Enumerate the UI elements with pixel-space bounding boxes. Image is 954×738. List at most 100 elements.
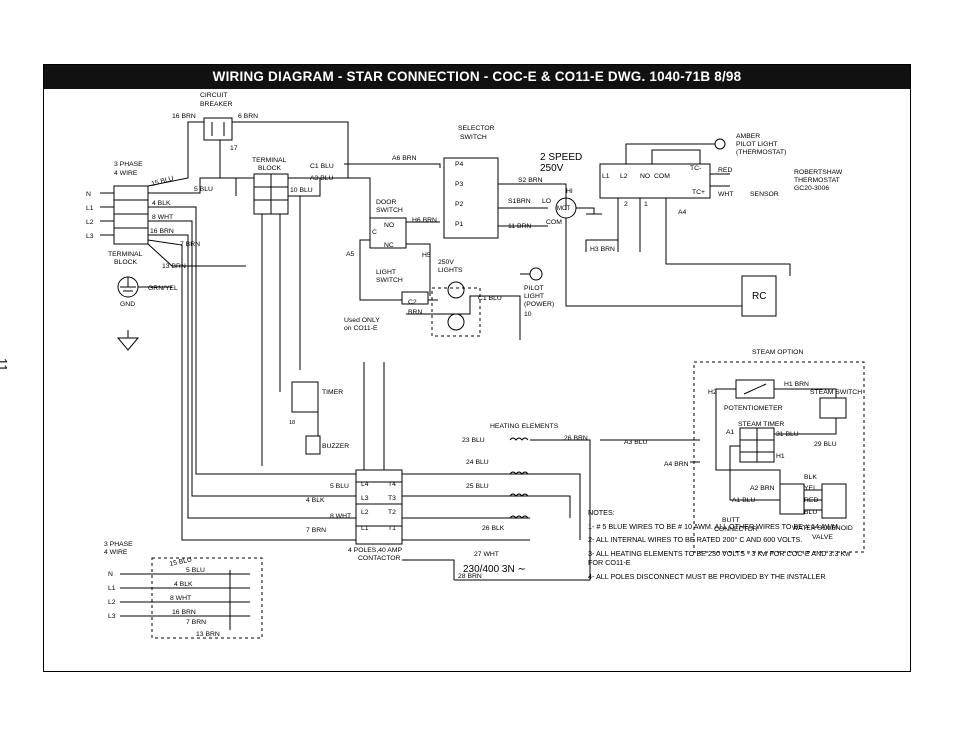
label-c1blu-2: C1 BLU bbox=[478, 295, 502, 302]
label-grnyel: GRN/YEL bbox=[148, 285, 178, 292]
light-bulb-icon-2 bbox=[447, 313, 465, 331]
label-17: 17 bbox=[230, 145, 238, 152]
label-c: C bbox=[372, 229, 377, 236]
label-23blu: 23 BLU bbox=[462, 437, 485, 444]
label-l2: L2 bbox=[86, 219, 94, 226]
butt-connector bbox=[779, 483, 805, 515]
label-red: RED bbox=[718, 167, 732, 174]
label-gnd: GND bbox=[120, 301, 135, 308]
note-3: 3- ALL HEATING ELEMENTS TO BE 230 VOLTS … bbox=[588, 548, 851, 568]
label-a4brn: A4 BRN bbox=[664, 461, 689, 468]
label-10blu: 10 BLU bbox=[290, 187, 313, 194]
circuit-breaker bbox=[203, 117, 233, 141]
label-t4: T4 bbox=[388, 481, 396, 488]
label-h3brn: H3 BRN bbox=[590, 246, 615, 253]
door-switch bbox=[369, 217, 407, 249]
label-28brn: 28 BRN bbox=[458, 573, 482, 580]
note-2: 2- ALL INTERNAL WIRES TO BE RATED 200° C… bbox=[588, 535, 803, 544]
label-nc: NC bbox=[384, 242, 394, 249]
alt-terminal-box bbox=[151, 557, 263, 639]
label-c1blu: C1 BLU bbox=[310, 163, 334, 170]
heating-element-icon-4 bbox=[509, 515, 529, 519]
label-6brn: 6 BRN bbox=[238, 113, 258, 120]
label-11brn: 11 BRN bbox=[508, 223, 531, 230]
label-contactor-l2: L2 bbox=[361, 509, 369, 516]
label-15blu: 15 BLU bbox=[151, 175, 175, 188]
label-31blu: 31 BLU bbox=[776, 431, 799, 438]
light-switch bbox=[401, 291, 429, 305]
label-sensor: SENSOR bbox=[750, 191, 779, 198]
label-a4: A4 bbox=[678, 209, 687, 216]
light-bulb-icon bbox=[447, 281, 465, 299]
water-solenoid-valve bbox=[821, 483, 847, 519]
label-c2: C2 bbox=[408, 299, 417, 306]
label-timer: TIMER bbox=[322, 389, 343, 396]
label-thermostat-l1: L1 bbox=[602, 173, 610, 180]
label-tc-minus: TC- bbox=[690, 165, 701, 172]
selector-switch bbox=[443, 157, 499, 239]
label-29blu: 29 BLU bbox=[814, 441, 837, 448]
label-red-2: RED bbox=[804, 497, 818, 504]
label-no: NO bbox=[384, 222, 394, 229]
label-h6brn: H6 BRN bbox=[412, 217, 437, 224]
label-8wht: 8 WHT bbox=[152, 214, 173, 221]
pilot-light-icon bbox=[529, 267, 543, 281]
label-26blk: 26 BLK bbox=[482, 525, 505, 532]
label-5blu-c: 5 BLU bbox=[330, 483, 349, 490]
label-s2brn: S2 BRN bbox=[518, 177, 543, 184]
label-26brn: 26 BRN bbox=[564, 435, 588, 442]
label-com: COM bbox=[546, 219, 562, 226]
label-yel: YEL bbox=[804, 485, 817, 492]
label-thermo-2: 2 bbox=[624, 201, 628, 208]
label-brn: BRN bbox=[408, 309, 422, 316]
label-a6brn: A6 BRN bbox=[392, 155, 417, 162]
steam-switch bbox=[819, 397, 847, 419]
label-lo: LO bbox=[542, 198, 551, 205]
label-13brn: 13 BRN bbox=[162, 263, 186, 270]
label-p1: P1 bbox=[455, 221, 464, 228]
label-15blu-b: 15 BLU bbox=[169, 556, 193, 568]
note-4: 4- ALL POLES DISCONNECT MUST BE PROVIDED… bbox=[588, 571, 826, 581]
buzzer bbox=[305, 435, 321, 455]
label-16brn-b: 16 BRN bbox=[150, 228, 174, 235]
label-7brn: 7 BRN bbox=[180, 241, 200, 248]
label-l3-b: L3 bbox=[108, 613, 116, 620]
label-wht: WHT bbox=[718, 191, 733, 198]
label-a3blu: A3 BLU bbox=[310, 175, 334, 182]
lights-box bbox=[431, 287, 481, 337]
label-rc: RC bbox=[752, 291, 766, 302]
label-steam-timer: STEAM TIMER bbox=[738, 421, 784, 428]
label-18: 18 bbox=[289, 420, 295, 426]
label-16brn: 16 BRN bbox=[172, 113, 196, 120]
label-h5: H5 bbox=[422, 252, 431, 259]
label-7brn-c: 7 BRN bbox=[306, 527, 326, 534]
label-a3blu-2: A3 BLU bbox=[624, 439, 648, 446]
steam-option-box bbox=[693, 361, 865, 553]
label-thermostat-no: NO bbox=[640, 173, 650, 180]
label-a2brn: A2 BRN bbox=[750, 485, 775, 492]
ac-wave-icon: ∼ bbox=[517, 564, 526, 575]
label-l4: L4 bbox=[361, 481, 369, 488]
label-contactor-l3: L3 bbox=[361, 495, 369, 502]
label-8wht-c: 8 WHT bbox=[330, 513, 351, 520]
label-steam-switch: STEAM SWITCH bbox=[810, 389, 862, 396]
label-a5: A5 bbox=[346, 251, 355, 258]
diagram-frame: WIRING DIAGRAM - STAR CONNECTION - COC-E… bbox=[43, 64, 911, 672]
label-p4: P4 bbox=[455, 161, 464, 168]
label-4blk: 4 BLK bbox=[152, 200, 171, 207]
label-l1-b: L1 bbox=[108, 585, 116, 592]
chassis-ground-icon bbox=[116, 337, 140, 351]
